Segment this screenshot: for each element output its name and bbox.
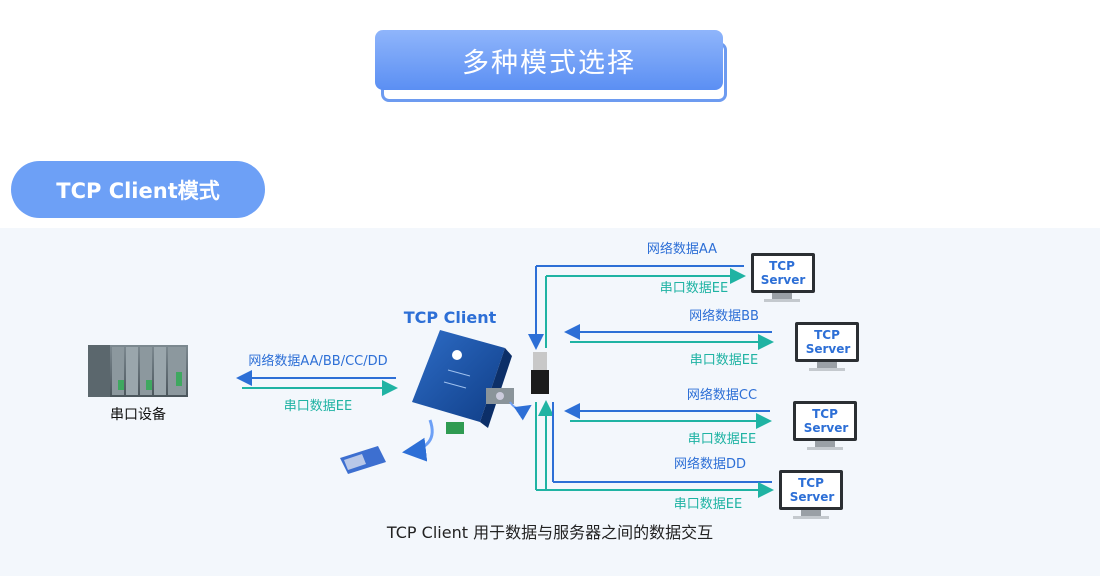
gateway-label: TCP Client — [404, 308, 497, 327]
ethernet-curve-arrow — [509, 401, 532, 421]
mode-badge: TCP Client模式 — [11, 161, 265, 218]
server-d-net-label: 网络数据DD — [674, 456, 746, 472]
left-net-label: 网络数据AA/BB/CC/DD — [248, 353, 387, 369]
mode-label: TCP Client模式 — [56, 178, 220, 203]
server-c-line1: TCP — [812, 407, 838, 421]
server-b-line1: TCP — [814, 328, 840, 342]
server-b-monitor-icon — [795, 322, 859, 371]
title-text: 多种模式选择 — [462, 47, 636, 79]
server-d-serial-label: 串口数据EE — [674, 497, 742, 512]
plc-device-icon — [88, 345, 188, 397]
title-banner: 多种模式选择 — [375, 30, 723, 90]
server-a-line2: Server — [761, 273, 806, 287]
left-serial-label: 串口数据EE — [284, 399, 352, 414]
server-b-serial-label: 串口数据EE — [690, 353, 758, 368]
server-a-monitor-icon — [751, 253, 815, 302]
gateway-device-icon — [412, 330, 514, 434]
server-c-serial-label: 串口数据EE — [688, 432, 756, 447]
server-c-monitor-icon — [793, 401, 857, 450]
section-title: 多种模式选择 — [375, 30, 731, 106]
device-label: 串口设备 — [110, 406, 166, 423]
serial-curve-arrow — [402, 419, 434, 462]
server-d-line1: TCP — [798, 476, 824, 490]
server-d-monitor-icon — [779, 470, 843, 519]
server-c-net-label: 网络数据CC — [687, 387, 757, 403]
server-a-serial-label: 串口数据EE — [660, 281, 728, 296]
serial-connector-icon — [340, 446, 386, 474]
ethernet-connector-icon — [531, 352, 549, 394]
server-c-line2: Server — [804, 421, 849, 435]
server-d-line2: Server — [790, 490, 835, 504]
diagram-caption: TCP Client 用于数据与服务器之间的数据交互 — [386, 523, 714, 542]
server-a-net-label: 网络数据AA — [647, 241, 717, 257]
server-a-line1: TCP — [769, 259, 795, 273]
server-b-net-label: 网络数据BB — [689, 308, 759, 324]
server-b-line2: Server — [806, 342, 851, 356]
